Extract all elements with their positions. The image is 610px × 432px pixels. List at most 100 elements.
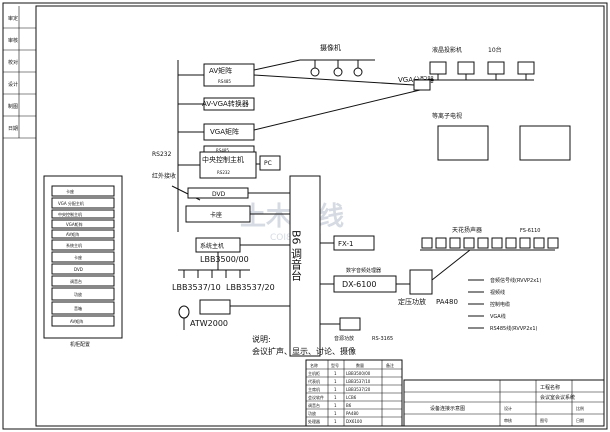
td-6-2: DX6100	[346, 419, 362, 424]
vga-dist-box	[413, 79, 431, 91]
title-block: 工程名称 会议室会议系统 设备连接示意图 设计 审核 比例 日期 图号	[403, 379, 605, 427]
caption-text: 会议扩声、显示、讨论、摄像	[252, 346, 356, 356]
td-0-2: LBB3500/00	[346, 371, 371, 376]
td-2-1: 1	[334, 387, 337, 392]
td-6-1: 1	[334, 419, 337, 424]
left-strip: 审定 审核 校对 设计 制图 日期	[3, 6, 36, 139]
rack-item-5: AV矩阵	[66, 231, 79, 237]
av-matrix-port: RS485	[218, 79, 231, 84]
legend-3: 控制电缆	[490, 301, 510, 308]
td-5-0: 功放	[308, 410, 316, 416]
mixer-label: B6 调音台	[290, 230, 303, 281]
tb-checker: 审核	[504, 417, 512, 423]
tv-left	[437, 125, 489, 161]
rack-item-9: 调音台	[70, 278, 82, 284]
td-1-0: 代表机	[308, 378, 320, 384]
tb-designer: 设计	[504, 405, 512, 411]
fx-label: FX-1	[338, 240, 353, 248]
vga-matrix-label: VGA矩阵	[210, 127, 239, 136]
rs232-label: RS232	[152, 151, 172, 158]
rack-item-2: VGA 分配主机	[58, 200, 84, 206]
legend-2: 视频线	[490, 289, 505, 296]
rack-item-7: 卡座	[74, 254, 82, 260]
lbb3500-label: LBB3500/00	[200, 255, 249, 264]
av-vga-label: AV-VGA转换器	[202, 99, 249, 108]
central-sub: RS232	[217, 170, 230, 175]
small-amp-model: RS-3165	[372, 336, 393, 342]
av-matrix-label: AV矩阵	[209, 66, 232, 75]
lbb3537-20-label: LBB3537/20	[226, 283, 275, 292]
td-6-0: 处理器	[308, 418, 320, 424]
tb-name: 会议室会议系统	[540, 394, 575, 401]
legend-4: VGA线	[490, 313, 506, 320]
tb-scale: 比例	[576, 405, 584, 411]
equipment-table: 名称 型号 数量 备注 主机柜 1 LBB3500/00 代表机 1 LBB35…	[305, 359, 403, 427]
pc-label: PC	[264, 160, 272, 167]
td-4-0: 调音台	[308, 402, 320, 408]
mic-chain	[178, 252, 250, 278]
ceiling-model: FS-6110	[520, 228, 541, 234]
td-3-0: 会议软件	[308, 394, 324, 400]
dvd-label: DVD	[212, 191, 226, 198]
rack-item-10: 功放	[74, 291, 82, 297]
dx-top-label: 数字音频处理器	[346, 267, 381, 274]
strip-4: 设计	[8, 81, 18, 88]
speakers-label: 天花扬声器	[452, 226, 482, 234]
speaker-icons	[420, 237, 559, 251]
projectors-label: 液晶投影机	[432, 46, 462, 54]
th-1: 型号	[331, 362, 339, 368]
td-4-2: B6	[346, 403, 352, 408]
legend: 音频信号线(RVVP2x1) 视频线 控制电缆 VGA线 RS485线(RVVP…	[468, 277, 541, 332]
td-4-1: 1	[334, 403, 337, 408]
th-3: 备注	[386, 362, 394, 368]
camera-icons	[300, 59, 375, 77]
td-3-2: LCB6	[346, 395, 357, 400]
cameras-label: 摄像机	[320, 43, 341, 52]
rs485b-label: RS485	[216, 148, 229, 153]
projectors-count: 10台	[488, 46, 502, 54]
td-0-1: 1	[334, 371, 337, 376]
td-0-0: 主机柜	[308, 370, 320, 376]
rack-item-8: DVD	[74, 267, 83, 272]
strip-2: 审核	[8, 37, 18, 44]
small-amp-box	[339, 317, 361, 331]
rack-header: 机柜配置	[70, 341, 90, 348]
legend-5: RS485线(RVVP2x1)	[490, 325, 538, 332]
td-5-1: 1	[334, 411, 337, 416]
td-5-2: PA480	[346, 411, 359, 416]
tv-right	[519, 125, 571, 161]
wireless-mic-icon	[178, 305, 190, 319]
td-1-2: LBB3537/10	[346, 379, 371, 384]
rack-slots: 卡座 VGA 分配主机 中央控制主机 VGA矩阵 AV矩阵 系统主机 卡座 DV…	[51, 185, 115, 327]
dx-label: DX-6100	[342, 280, 377, 289]
tb-date: 日期	[576, 417, 584, 423]
rack-item-3: 中央控制主机	[58, 211, 82, 217]
td-2-2: LBB3537/20	[346, 387, 371, 392]
rack-item-4: VGA矩阵	[66, 221, 83, 227]
rack-item-6: 系统主机	[66, 242, 82, 248]
atw-label: ATW2000	[190, 319, 228, 328]
td-2-0: 主席机	[308, 386, 320, 392]
lbb3537-10-label: LBB3537/10	[172, 283, 221, 292]
amp-label: 定压功放	[398, 297, 426, 306]
strip-5: 制图	[8, 103, 18, 110]
legend-1: 音频信号线(RVVP2x1)	[490, 277, 541, 284]
tb-number: 图号	[540, 417, 548, 423]
rack-item-12: AV矩阵	[70, 318, 83, 324]
th-0: 名称	[310, 362, 318, 368]
td-3-1: 1	[334, 395, 337, 400]
ir-label: 红外接收	[152, 172, 176, 180]
small-amp-label: 音源功放	[334, 335, 354, 342]
central-label: 中央控制主机	[202, 155, 244, 164]
caption-title: 说明:	[252, 334, 271, 344]
pc-box	[259, 155, 281, 171]
strip-3: 校对	[8, 59, 18, 66]
th-2: 数量	[356, 362, 364, 368]
rack-item-11: 音箱	[74, 305, 82, 311]
amp-box	[409, 269, 433, 295]
tb-project: 工程名称	[540, 384, 560, 391]
tb-drawing: 设备连接示意图	[430, 405, 465, 412]
